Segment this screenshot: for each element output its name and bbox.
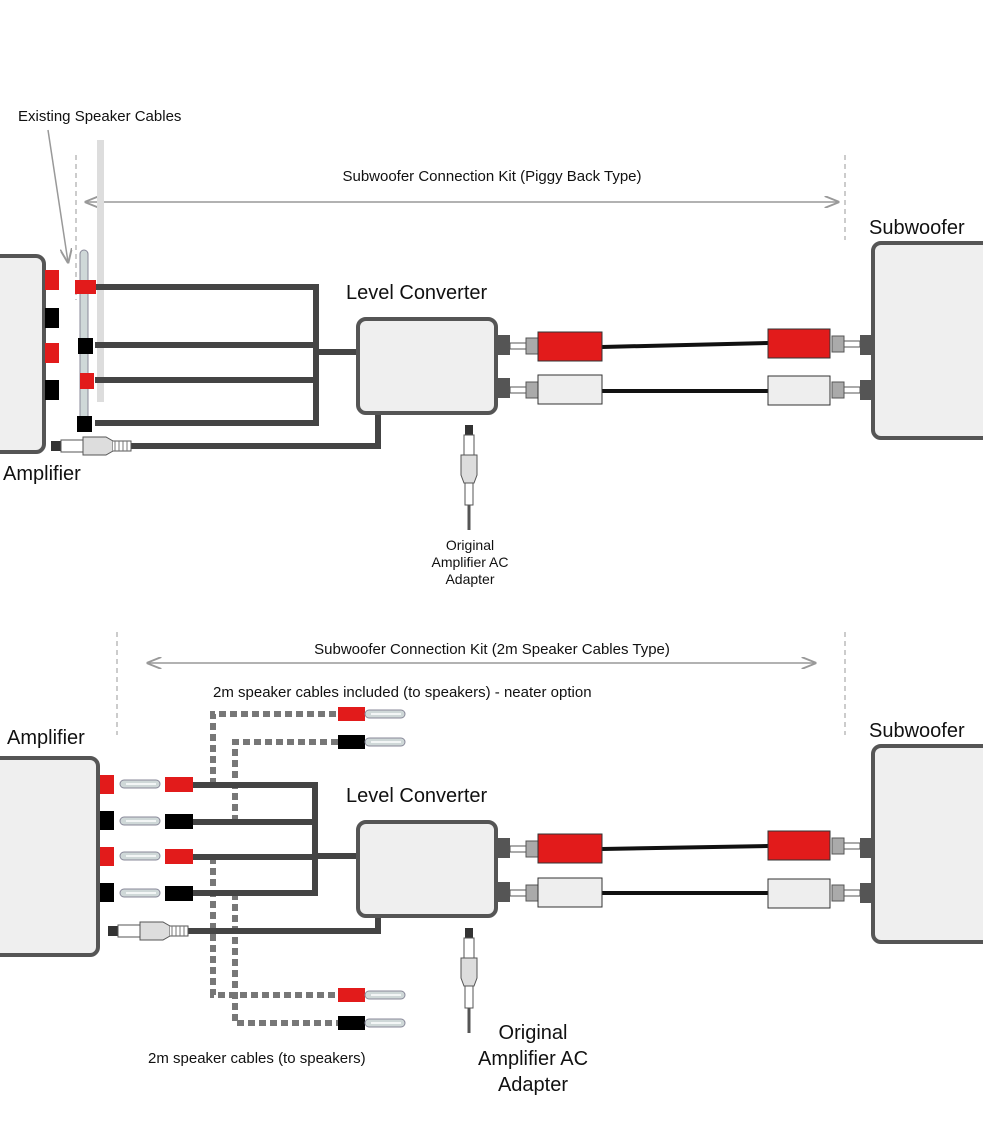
banana-plug — [119, 779, 161, 789]
rca-plug-red — [767, 328, 831, 359]
dc-plug — [50, 436, 132, 456]
rca-tip — [509, 840, 539, 858]
level-converter-box — [356, 820, 498, 918]
speaker-wires — [95, 284, 358, 426]
bottom-diagram: Subwoofer Connection Kit (2m Speaker Cab… — [0, 632, 983, 1096]
adapter-label-line: Amplifier AC — [478, 1048, 588, 1070]
dc-plug — [107, 921, 189, 941]
level-converter-label: Level Converter — [346, 785, 488, 807]
banana-plug — [119, 851, 161, 861]
amp-terminal-black — [100, 883, 114, 902]
ac-adapter-plug — [459, 423, 479, 532]
cable-end-red — [338, 988, 365, 1002]
banana-plug — [119, 816, 161, 826]
speaker-wires — [193, 782, 358, 896]
level-converter-box — [356, 317, 498, 415]
subwoofer-jack — [860, 838, 873, 858]
kit-label: Subwoofer Connection Kit (Piggy Back Typ… — [342, 168, 641, 185]
subwoofer-jack — [860, 335, 873, 355]
cable-end-black — [338, 1016, 365, 1030]
plug-sleeve-red — [165, 849, 193, 864]
included-cables-label: 2m speaker cables included (to speakers)… — [213, 684, 592, 701]
stacked-banana-plugs — [79, 249, 89, 426]
rca-tip — [831, 381, 861, 399]
amp-terminal-black — [45, 308, 59, 328]
banana-plug — [364, 990, 406, 1000]
2m-speaker-cables — [210, 711, 338, 1026]
adapter-label-line: Adapter — [498, 1074, 568, 1096]
amp-terminal-red — [100, 775, 114, 794]
power-wire — [130, 413, 381, 449]
existing-cable-bar — [97, 140, 104, 402]
amp-terminal-black — [100, 811, 114, 830]
plug-sleeve-black — [165, 814, 193, 829]
rca-cable-red — [601, 341, 769, 349]
amp-terminal-red — [45, 270, 59, 290]
cables-label: 2m speaker cables (to speakers) — [148, 1050, 366, 1067]
banana-plug — [364, 709, 406, 719]
pointer-arrow — [47, 129, 68, 262]
power-wire — [188, 916, 381, 934]
piggyback-connector-black — [78, 338, 93, 354]
rca-tip — [509, 337, 539, 355]
amplifier-box — [0, 254, 46, 454]
subwoofer-box — [871, 241, 983, 440]
subwoofer-jack — [860, 380, 873, 400]
amplifier-label: Amplifier — [3, 463, 81, 485]
rca-plug-red — [767, 830, 831, 861]
plug-sleeve-black — [165, 886, 193, 901]
rca-tip — [831, 884, 861, 902]
piggyback-connector-black — [77, 416, 92, 432]
existing-cables-label: Existing Speaker Cables — [18, 108, 181, 125]
piggyback-connector-red — [75, 280, 96, 294]
ac-adapter-plug — [459, 926, 479, 1035]
converter-jack — [497, 838, 510, 858]
rca-tip — [509, 381, 539, 399]
kit-label: Subwoofer Connection Kit (2m Speaker Cab… — [314, 641, 670, 658]
subwoofer-jack — [860, 883, 873, 903]
rca-tip — [831, 335, 861, 353]
level-converter-label: Level Converter — [346, 282, 488, 304]
banana-plug — [364, 1018, 406, 1028]
plug-sleeve-red — [165, 777, 193, 792]
subwoofer-label: Subwoofer — [869, 720, 965, 742]
adapter-label-line: Amplifier AC — [431, 554, 508, 570]
subwoofer-label: Subwoofer — [869, 217, 965, 239]
rca-cable-red — [601, 844, 769, 851]
banana-plug — [119, 888, 161, 898]
amp-terminal-red — [45, 343, 59, 363]
amp-terminal-red — [100, 847, 114, 866]
adapter-label-line: Original — [446, 537, 494, 553]
rca-plug-white — [767, 878, 831, 909]
subwoofer-box — [871, 744, 983, 944]
amplifier-label: Amplifier — [7, 727, 85, 749]
converter-jack — [497, 882, 510, 902]
rca-plug-red — [537, 833, 603, 864]
rca-plug-white — [537, 374, 603, 405]
top-diagram: Existing Speaker Cables Subwoofer Connec… — [0, 108, 983, 587]
cable-end-red — [338, 707, 365, 721]
rca-plug-red — [537, 331, 603, 362]
adapter-label-line: Original — [499, 1022, 568, 1044]
cable-end-black — [338, 735, 365, 749]
adapter-label-line: Adapter — [445, 571, 494, 587]
rca-plug-white — [537, 877, 603, 908]
banana-plug — [364, 737, 406, 747]
converter-jack — [497, 378, 510, 398]
rca-plug-white — [767, 375, 831, 406]
piggyback-connector-red — [80, 373, 94, 389]
rca-tip — [509, 884, 539, 902]
converter-jack — [497, 335, 510, 355]
rca-tip — [831, 837, 861, 855]
amplifier-box — [0, 756, 100, 957]
amp-terminal-black — [45, 380, 59, 400]
